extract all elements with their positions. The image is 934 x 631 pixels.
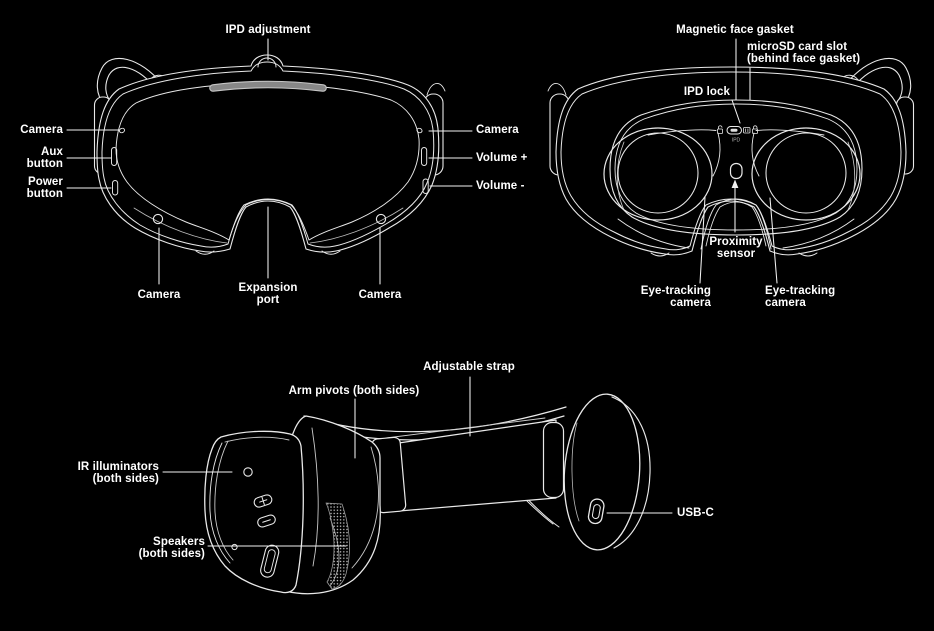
label-arm-pivots: Arm pivots (both sides) — [288, 385, 420, 397]
camera-dot-left — [119, 127, 125, 134]
label-ipd-lock: IPD lock — [683, 86, 730, 98]
leader-eye-tracking-left — [699, 196, 706, 284]
label-volume-up: Volume + — [476, 152, 528, 164]
label-adjustable-strap: Adjustable strap — [423, 361, 515, 373]
label-volume-down: Volume - — [476, 180, 525, 192]
ipd-lock-cluster: IPD — [717, 125, 758, 144]
volume-plus-icon — [259, 496, 268, 506]
label-ir-illuminators: IR illuminators(both sides) — [77, 461, 159, 485]
rear-cheek-left — [617, 218, 690, 249]
rear-view-drawing: IPD — [547, 57, 915, 257]
label-microsd-card-slot: microSD card slot(behind face gasket) — [747, 41, 861, 65]
rear-body-inner-outline — [560, 71, 902, 251]
lock-icon — [752, 125, 758, 134]
label-camera-bottom-right: Camera — [358, 289, 402, 301]
unlock-icon — [717, 125, 723, 134]
ipd-marking-text: IPD — [732, 138, 741, 144]
rear-nose-notch-inner — [705, 201, 767, 247]
lens-left — [603, 127, 713, 221]
label-ipd-adjustment: IPD adjustment — [225, 24, 311, 36]
nose-bridge-left — [712, 132, 721, 177]
ipd-adjustment-dial — [257, 57, 277, 68]
camera-dot-bottom-left — [152, 213, 164, 225]
rear-cheek-right — [782, 218, 855, 249]
arm-seam-left — [311, 427, 319, 567]
side-small-dot — [231, 543, 238, 551]
rear-foot-right — [798, 252, 818, 257]
ipd-lock-slider — [726, 126, 742, 135]
aux-button-slot — [111, 147, 118, 166]
leader-eye-tracking-right — [769, 197, 778, 284]
leader-lines — [66, 38, 778, 547]
leader-ipd-lock — [731, 99, 741, 124]
front-foot-left — [195, 250, 215, 255]
front-visor-reflection-right — [309, 207, 404, 244]
arm-seam-right — [351, 446, 379, 569]
front-visor-reflection-left — [133, 207, 228, 244]
volume-minus-slot — [422, 178, 429, 194]
label-usb-c: USB-C — [677, 507, 714, 519]
front-body-outer-outline — [96, 54, 440, 253]
front-body-inner-outline — [101, 61, 435, 248]
rear-foot-left — [650, 252, 670, 257]
face-gasket — [609, 99, 863, 236]
vent-strip — [209, 80, 327, 92]
proximity-sensor-shape — [729, 162, 743, 180]
volume-plus-slot — [421, 147, 428, 166]
label-camera-bottom-left: Camera — [137, 289, 181, 301]
camera-dot-right — [416, 127, 423, 134]
side-view-drawing — [204, 393, 651, 595]
volume-minus-button — [257, 514, 276, 528]
rear-strap-loop — [542, 421, 565, 499]
volume-minus-icon — [262, 519, 271, 523]
usb-c-port — [587, 498, 605, 525]
label-magnetic-face-gasket: Magnetic face gasket — [676, 24, 794, 36]
volume-plus-button — [253, 494, 273, 508]
visor-shell — [204, 430, 304, 594]
label-camera-left: Camera — [20, 124, 63, 136]
nose-bridge-right — [751, 132, 760, 177]
rear-nose-notch-outer — [700, 198, 772, 250]
faceplate-line-left — [647, 129, 717, 136]
ipd-scale-box — [743, 127, 751, 134]
visor-rim-lines — [209, 436, 290, 564]
ir-illuminator-dot — [243, 467, 253, 477]
front-view-drawing — [93, 54, 446, 255]
front-foot-right — [321, 250, 341, 255]
camera-dot-bottom-right — [375, 213, 387, 225]
power-button-slot — [112, 180, 119, 196]
speaker-slot — [260, 544, 280, 578]
gasket-wing-left — [616, 141, 625, 211]
lens-right — [751, 127, 861, 221]
proximity-arrowhead — [731, 179, 739, 188]
label-camera-right: Camera — [476, 124, 519, 136]
label-speakers: Speakers(both sides) — [138, 536, 205, 560]
rear-ring — [563, 393, 651, 551]
